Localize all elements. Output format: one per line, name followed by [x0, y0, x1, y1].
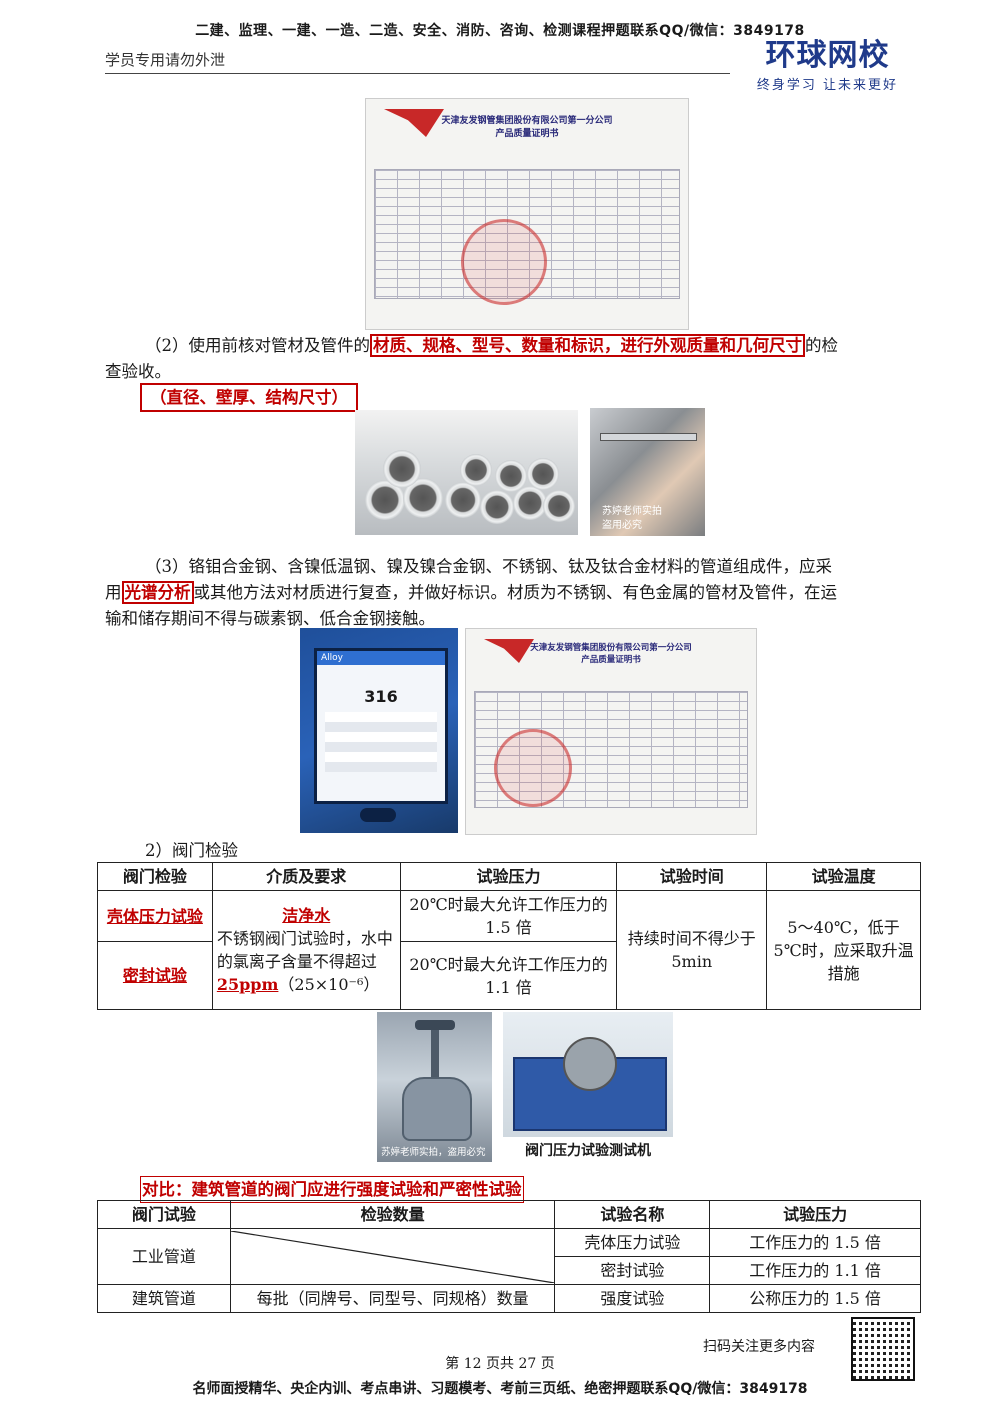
- header-temperature: 试验温度: [766, 862, 921, 891]
- section-3-prefix: 用: [105, 583, 122, 602]
- medium-description: 不锈钢阀门试验时，水中的氯离子含量不得超过: [216, 929, 393, 971]
- valve-photo-watermark: 苏婷老师实拍，盗用必究: [381, 1147, 486, 1158]
- industrial-test-2: 密封试验: [554, 1256, 711, 1285]
- analyzer-button-icon: [360, 808, 396, 822]
- test-temperature: 5～40℃，低于 5℃时，应采取升温措施: [766, 890, 921, 1010]
- section-3-line2: 用光谱分析或其他方法对材质进行复查，并做好标识。材质为不锈钢、有色金属的管材及管…: [105, 580, 837, 605]
- section-3-line1: （3）铬钼合金钢、含镍低温钢、镍及镍合金钢、不锈钢、钛及钛合金材料的管道组成件，…: [145, 557, 832, 576]
- caliper-icon: [600, 433, 697, 441]
- section-3-rest: 或其他方法对材质进行复查，并做好标识。材质为不锈钢、有色金属的管材及管件，在运: [193, 583, 838, 602]
- industrial-pressure-1: 工作压力的 1.5 倍: [709, 1228, 921, 1257]
- chloride-limit-paren: （25×10⁻⁶）: [278, 975, 380, 994]
- dimension-note-box: （直径、壁厚、结构尺寸）: [140, 383, 358, 412]
- seal-icon: [461, 219, 547, 305]
- valve-body-icon: [402, 1077, 472, 1141]
- scan-note: 扫码关注更多内容: [703, 1339, 815, 1355]
- section-2-line1: （2）使用前核对管材及管件的材质、规格、型号、数量和标识，进行外观质量和几何尺寸…: [145, 333, 925, 358]
- compare-header-type: 阀门试验: [97, 1200, 231, 1229]
- brand-name: 环球网校: [765, 38, 890, 73]
- industrial-pipeline: 工业管道: [97, 1228, 231, 1285]
- gate-valve-photo: 苏婷老师实拍，盗用必究: [377, 1012, 492, 1162]
- certificate-title: 产品质量证明书: [495, 129, 559, 139]
- section-2-highlight: 材质、规格、型号、数量和标识，进行外观质量和几何尺寸: [370, 334, 805, 357]
- building-pipeline: 建筑管道: [97, 1284, 231, 1313]
- pressure-test-machine-photo: 阀门压力试验测试机: [503, 1012, 673, 1162]
- header-medium: 介质及要求: [211, 862, 401, 891]
- header-rule: [105, 73, 730, 74]
- valve-stem-icon: [431, 1030, 439, 1080]
- header-pressure: 试验压力: [399, 862, 618, 891]
- analyzer-screen: Alloy 316: [314, 648, 448, 804]
- valve-inspection-table: 阀门检验 介质及要求 试验压力 试验时间 试验温度 壳体压力试验 洁净水 不锈钢…: [97, 862, 921, 1010]
- section-2-text: （2）使用前核对管材及管件的: [145, 336, 370, 355]
- page-number: 第 12 页共 27 页: [445, 1356, 555, 1372]
- compare-header-test: 试验名称: [554, 1200, 711, 1229]
- header-valve-inspection: 阀门检验: [97, 862, 213, 891]
- seal-icon: [494, 729, 572, 807]
- qr-code-icon[interactable]: [851, 1317, 915, 1381]
- machine-caption: 阀门压力试验测试机: [525, 1143, 651, 1159]
- certificate-company: 天津友发钢管集团股份有限公司第一分公司: [441, 116, 613, 126]
- analyzer-reading: 316: [364, 687, 398, 706]
- spectral-analysis-highlight: 光谱分析: [121, 581, 194, 604]
- bottom-banner: 名师面授精华、央企内训、考点串讲、习题模考、考前三页纸、绝密押题联系QQ/微信：…: [192, 1381, 808, 1397]
- comparison-title: 对比：建筑管道的阀门应进行强度试验和严密性试验: [140, 1176, 524, 1203]
- industrial-test-1: 壳体压力试验: [554, 1228, 711, 1257]
- seal-test-pressure: 20℃时最大允许工作压力的 1.1 倍: [399, 941, 618, 1010]
- building-quantity: 每批（同牌号、同型号、同规格）数量: [229, 1284, 556, 1313]
- section-3-line3: 输和储存期间不得与碳素钢、低合金钢接触。: [105, 609, 435, 628]
- brand-logo: 环球网校 终身学习 让未来更好: [740, 38, 915, 93]
- analyzer-app-bar: Alloy: [317, 651, 445, 665]
- quality-certificate-image-2: 天津友发钢管集团股份有限公司第一分公司 产品质量证明书: [465, 628, 757, 835]
- steel-pipes-photo: [355, 410, 578, 535]
- industrial-quantity-cell: [229, 1228, 556, 1285]
- analyzer-results-table: [325, 712, 437, 772]
- alloy-analyzer-photo: Alloy 316: [300, 628, 458, 833]
- seal-test: 密封试验: [97, 941, 213, 1010]
- header-duration: 试验时间: [616, 862, 768, 891]
- certificate-title: 产品质量证明书: [581, 655, 641, 665]
- quality-certificate-image: 天津友发钢管集团股份有限公司第一分公司 产品质量证明书: [365, 98, 689, 330]
- section-2-line2: 查验收。: [105, 362, 171, 381]
- building-test: 强度试验: [554, 1284, 711, 1313]
- comparison-table: 阀门试验 检验数量 试验名称 试验压力 工业管道 壳体压力试验 工作压力的 1.…: [97, 1200, 921, 1313]
- photo-watermark-2: 盗用必究: [602, 520, 642, 531]
- industrial-pressure-2: 工作压力的 1.1 倍: [709, 1256, 921, 1285]
- certificate-company: 天津友发钢管集团股份有限公司第一分公司: [530, 643, 692, 653]
- brand-slogan: 终身学习 让未来更好: [756, 78, 899, 93]
- photo-watermark-1: 苏婷老师实拍: [602, 506, 662, 517]
- test-duration: 持续时间不得少于 5min: [616, 890, 768, 1010]
- chloride-limit: 25ppm: [216, 975, 279, 994]
- handwheel-icon: [415, 1020, 455, 1030]
- building-pressure: 公称压力的 1.5 倍: [709, 1284, 921, 1313]
- shell-test-pressure: 20℃时最大允许工作压力的 1.5 倍: [399, 890, 618, 942]
- diagonal-line: [230, 1230, 555, 1283]
- machine-valve-icon: [563, 1037, 617, 1091]
- caliper-measurement-photo: 苏婷老师实拍 盗用必究: [590, 408, 705, 536]
- student-note: 学员专用请勿外泄: [105, 51, 226, 69]
- compare-header-quantity: 检验数量: [229, 1200, 556, 1229]
- valve-section-title: 2）阀门检验: [145, 841, 238, 860]
- medium-requirement-cell: 洁净水 不锈钢阀门试验时，水中的氯离子含量不得超过 25ppm（25×10⁻⁶）: [211, 890, 401, 1010]
- section-2-text-after: 的检: [805, 336, 838, 355]
- top-banner: 二建、监理、一建、一造、二造、安全、消防、咨询、检测课程押题联系QQ/微信：38…: [195, 23, 805, 39]
- compare-header-pressure: 试验压力: [709, 1200, 921, 1229]
- shell-pressure-test: 壳体压力试验: [97, 890, 213, 942]
- medium-title: 洁净水: [282, 906, 331, 925]
